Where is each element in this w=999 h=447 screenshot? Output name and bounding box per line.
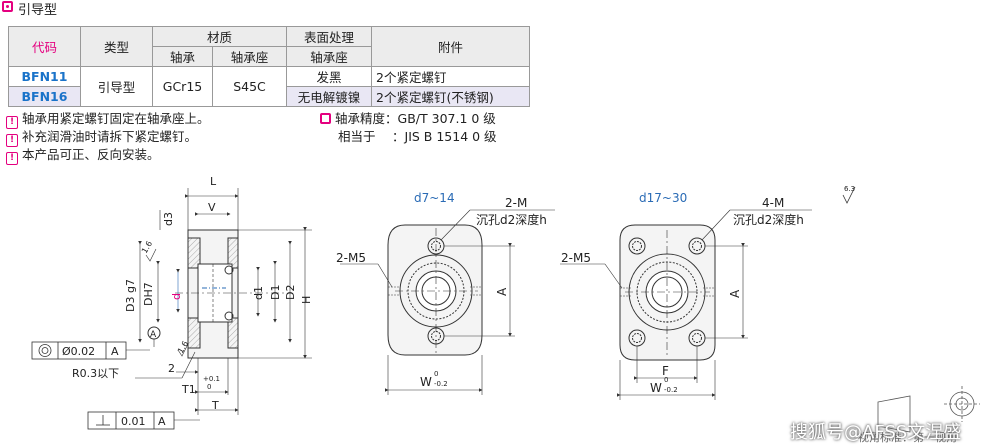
header-type: 类型 [80, 26, 153, 67]
right-holes: 4-M [762, 196, 784, 210]
dim-DH7: DH7 [142, 282, 155, 306]
dim-2: 2 [168, 362, 175, 375]
type-value: 引导型 [80, 66, 153, 107]
front-view-small [340, 209, 555, 395]
dim-d3: d3 [162, 212, 175, 226]
mid-title: d7~14 [414, 191, 455, 205]
dim-d1: d1 [252, 286, 265, 300]
exclamation-icon: ! [6, 116, 18, 129]
svg-text:-0.2: -0.2 [664, 386, 678, 394]
right-dim-F: F [662, 364, 669, 378]
spec-table: 代码 类型 材质 表面处理 附件 轴承 轴承座 轴承座 BFN11 引导型 GC… [8, 26, 530, 107]
header-surface-sub: 轴承座 [286, 46, 372, 67]
svg-text:0: 0 [664, 376, 668, 384]
projection-symbol-icon [877, 386, 980, 433]
right-counterbore: 沉孔d2深度h [733, 212, 804, 227]
header-housing: 轴承座 [212, 46, 287, 67]
roughness-top: 6.3 [844, 185, 855, 193]
projection-note: 视角标准：第一视角 [858, 430, 957, 444]
right-side-hole: 2-M5 [561, 251, 591, 265]
row-code: BFN16 [8, 86, 81, 107]
datum-A: A [150, 330, 157, 340]
mid-counterbore: 沉孔d2深度h [476, 212, 547, 227]
header-material: 材质 [152, 26, 287, 47]
perpendicularity-ref: A [158, 415, 166, 428]
exclamation-icon: ! [6, 152, 18, 165]
svg-text:0: 0 [434, 370, 438, 378]
housing-value: S45C [212, 66, 287, 107]
chamfer-note: R0.3以下 [72, 367, 119, 380]
dim-D2: D2 [284, 285, 297, 300]
svg-text:-0.2: -0.2 [434, 380, 448, 388]
dim-T: T [211, 399, 219, 412]
exclamation-icon: ! [6, 134, 18, 147]
dim-V: V [208, 201, 216, 214]
watermark: 搜狐号@AFSS文涅盛 [790, 422, 962, 443]
section-marker-icon [2, 1, 13, 12]
note-2: !补充润滑油时请拆下紧定螺钉。 [6, 126, 197, 147]
dim-T1-tol: +0.1 [203, 375, 220, 383]
row-finish: 无电解镀镍 [286, 86, 372, 107]
mid-side-hole: 2-M5 [336, 251, 366, 265]
perpendicularity-value: 0.01 [121, 415, 146, 428]
mid-dim-W: W [420, 375, 432, 389]
dim-L: L [210, 175, 217, 188]
right-dim-W: W [650, 381, 662, 395]
front-view-large [560, 209, 812, 400]
header-code: 代码 [8, 26, 81, 67]
dim-D1: D1 [269, 285, 282, 300]
precision-equiv-line: 相当于：JIS B 1514 0 级 [338, 129, 497, 144]
side-view-labels: L V d3 1.6 d d1 D1 D2 H D3 g7 DH7 A 1.6 … [62, 175, 313, 428]
bearing-value: GCr15 [152, 66, 213, 107]
row-accessory: 2个紧定螺钉(不锈钢) [371, 86, 530, 107]
header-bearing: 轴承 [152, 46, 213, 67]
front-view-large-labels: d17~30 4-M 沉孔d2深度h 2-M5 A F W 0 -0.2 [561, 191, 804, 395]
dim-D3: D3 g7 [124, 279, 137, 312]
note-1: !轴承用紧定螺钉固定在轴承座上。 [6, 108, 210, 129]
right-dim-A: A [728, 289, 742, 298]
roughness-1: 1.6 [140, 239, 154, 255]
row-code: BFN11 [8, 66, 81, 87]
concentricity-value: Ø0.02 [62, 345, 95, 358]
svg-text:0: 0 [207, 383, 211, 391]
precision-line: 轴承精度：GB/T 307.1 0 级 [320, 108, 496, 127]
section-title: 引导型 [18, 3, 58, 18]
dim-d: d [170, 293, 183, 300]
note-3: !本产品可正、反向安装。 [6, 144, 160, 165]
right-title: d17~30 [639, 191, 687, 205]
roughness-symbol-icon [842, 186, 856, 204]
concentricity-ref: A [111, 345, 119, 358]
side-view [31, 188, 312, 430]
precision-marker-icon [320, 113, 331, 124]
row-finish: 发黑 [286, 66, 372, 87]
dim-H: H [300, 296, 313, 304]
dim-T1: T1 [181, 383, 196, 396]
mid-dim-A: A [495, 287, 509, 296]
front-view-small-labels: d7~14 2-M 沉孔d2深度h 2-M5 A W 0 -0.2 [336, 191, 547, 389]
mid-holes: 2-M [505, 196, 527, 210]
